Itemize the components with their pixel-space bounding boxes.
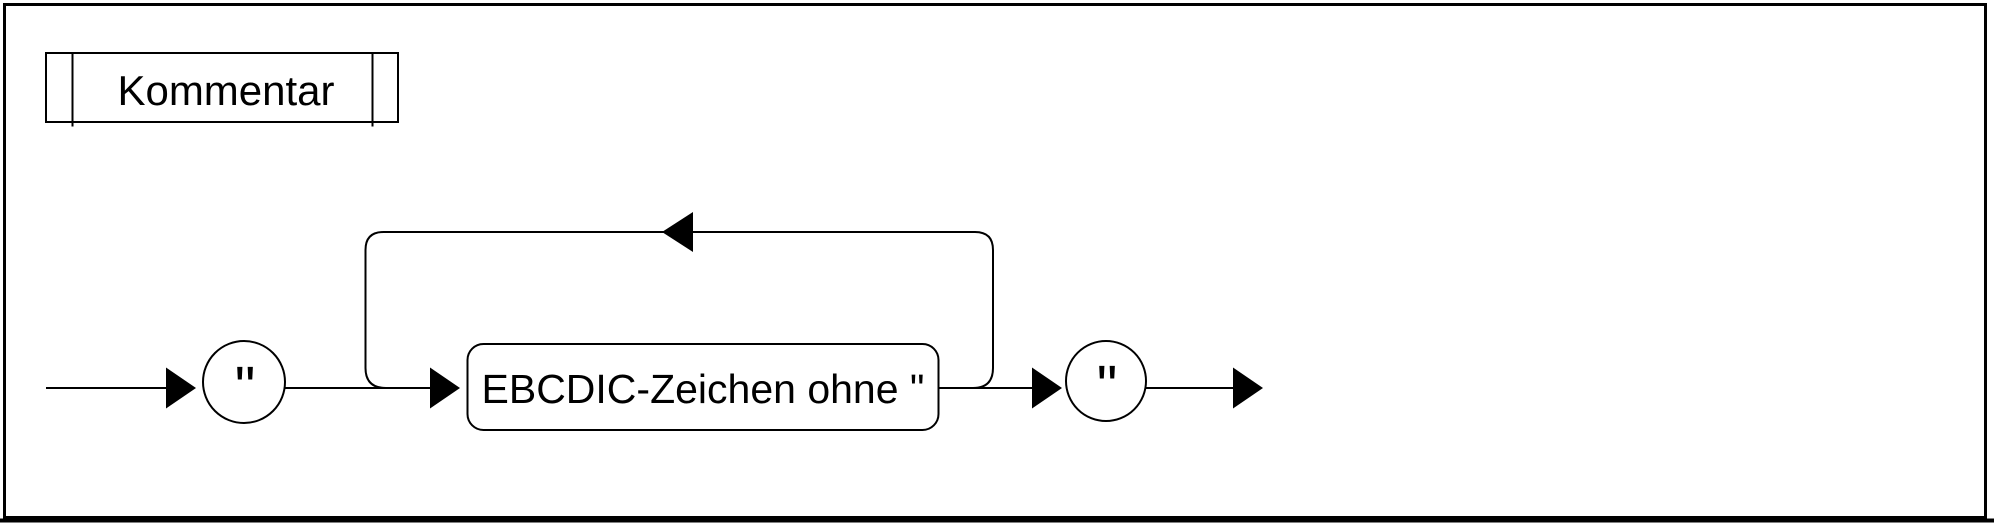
start-terminal-label: " <box>235 355 256 420</box>
diagram-title: Kommentar <box>117 67 334 114</box>
end-terminal-label: " <box>1097 354 1118 419</box>
arrow-right-icon <box>1233 367 1263 409</box>
page-border-frame <box>3 3 1987 519</box>
arrow-left-icon <box>662 212 693 252</box>
title-box-rect <box>45 52 399 123</box>
start-terminal-circle <box>202 340 286 424</box>
content-box-label: EBCDIC-Zeichen ohne " <box>482 366 925 412</box>
end-terminal-circle <box>1065 340 1147 422</box>
arrow-right-icon <box>1032 367 1062 409</box>
arrow-right-icon <box>166 367 196 409</box>
title-box: Kommentar <box>45 52 399 127</box>
arrow-right-icon <box>430 367 460 409</box>
